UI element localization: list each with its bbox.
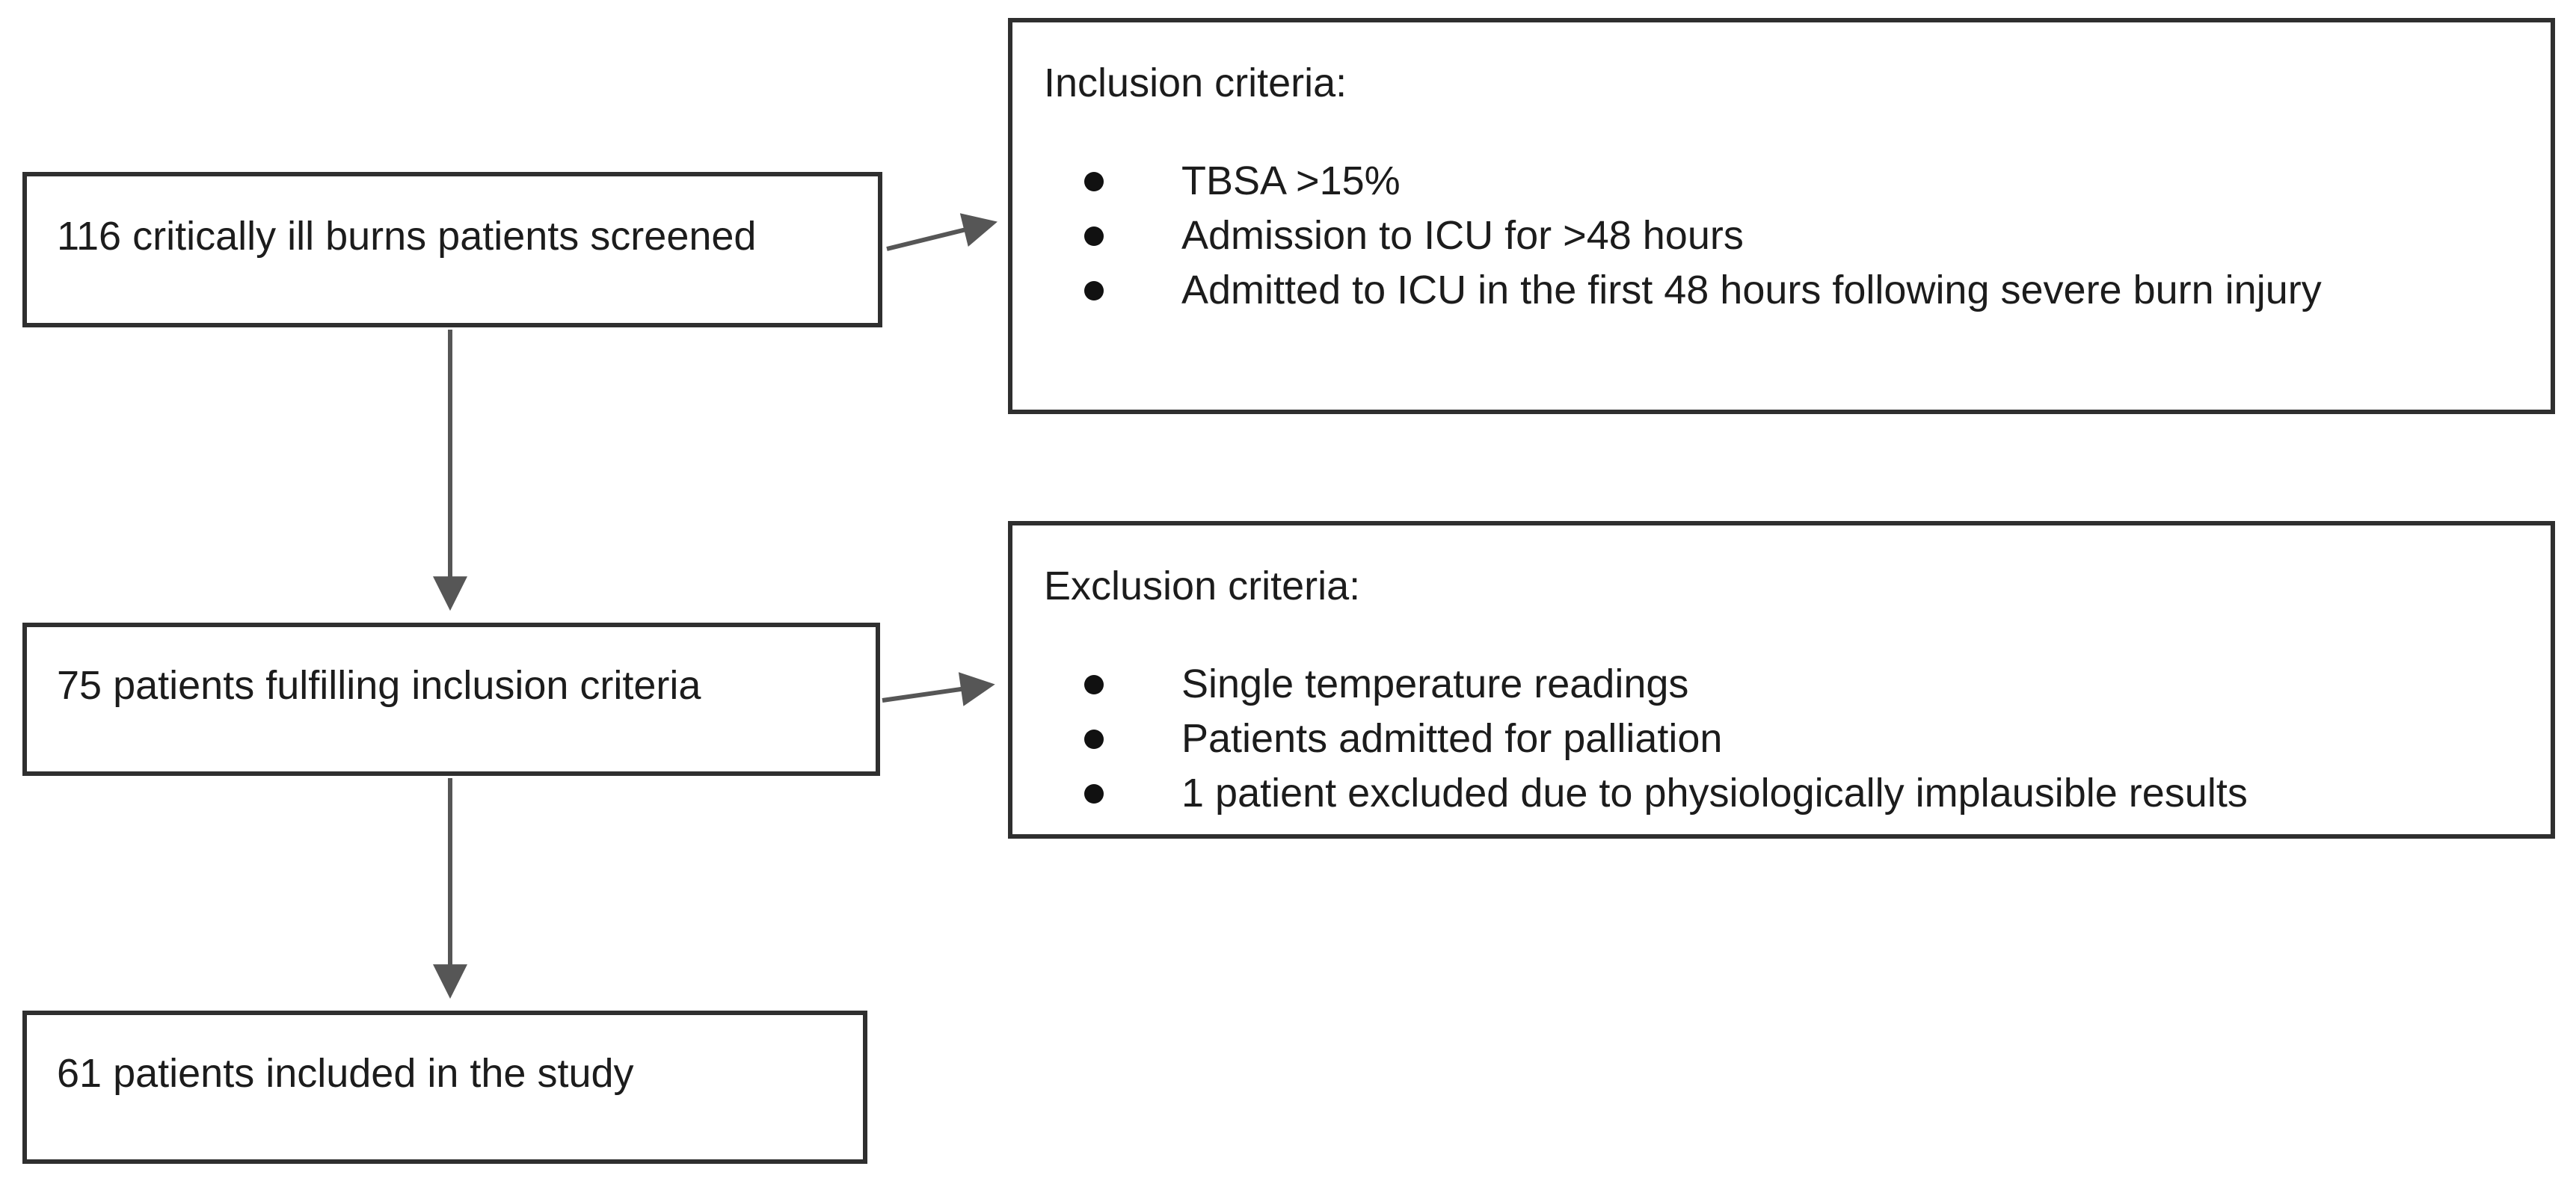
exclusion-criteria-title: Exclusion criteria: <box>1044 564 1361 608</box>
node-fulfilling-label: 75 patients fulfilling inclusion criteri… <box>57 663 701 709</box>
inclusion-criteria-list: TBSA >15% Admission to ICU for >48 hours… <box>1044 154 2524 318</box>
node-screened-label: 116 critically ill burns patients screen… <box>57 213 757 259</box>
list-item-text: TBSA >15% <box>1181 158 1401 203</box>
node-included-label: 61 patients included in the study <box>57 1051 634 1097</box>
arrow-screened-to-inclusion <box>886 213 997 251</box>
list-item-text: Single temperature readings <box>1181 662 1689 706</box>
exclusion-criteria-list: Single temperature readings Patients adm… <box>1044 657 2524 821</box>
list-item-text: Admitted to ICU in the first 48 hours fo… <box>1181 268 2322 312</box>
bullet-icon <box>1084 172 1104 191</box>
node-exclusion-criteria: Exclusion criteria: Single temperature r… <box>1008 521 2555 839</box>
bullet-icon <box>1084 675 1104 694</box>
node-fulfilling: 75 patients fulfilling inclusion criteri… <box>22 623 880 776</box>
bullet-icon <box>1084 226 1104 246</box>
arrow-fulfilling-to-exclusion <box>882 672 995 706</box>
list-item: Admitted to ICU in the first 48 hours fo… <box>1044 263 2524 318</box>
list-item-text: Patients admitted for palliation <box>1181 716 1723 761</box>
list-item-text: 1 patient excluded due to physiologicall… <box>1181 771 2248 816</box>
node-inclusion-criteria: Inclusion criteria: TBSA >15% Admission … <box>1008 18 2555 414</box>
inclusion-criteria-title: Inclusion criteria: <box>1044 61 1347 105</box>
bullet-icon <box>1084 730 1104 749</box>
list-item: Single temperature readings <box>1044 657 2524 712</box>
list-item: TBSA >15% <box>1044 154 2524 209</box>
bullet-icon <box>1084 281 1104 300</box>
node-screened: 116 critically ill burns patients screen… <box>22 172 882 327</box>
list-item: Patients admitted for palliation <box>1044 712 2524 766</box>
bullet-icon <box>1084 784 1104 804</box>
list-item: 1 patient excluded due to physiologicall… <box>1044 766 2524 821</box>
list-item: Admission to ICU for >48 hours <box>1044 209 2524 263</box>
node-included: 61 patients included in the study <box>22 1011 867 1164</box>
list-item-text: Admission to ICU for >48 hours <box>1181 213 1744 258</box>
